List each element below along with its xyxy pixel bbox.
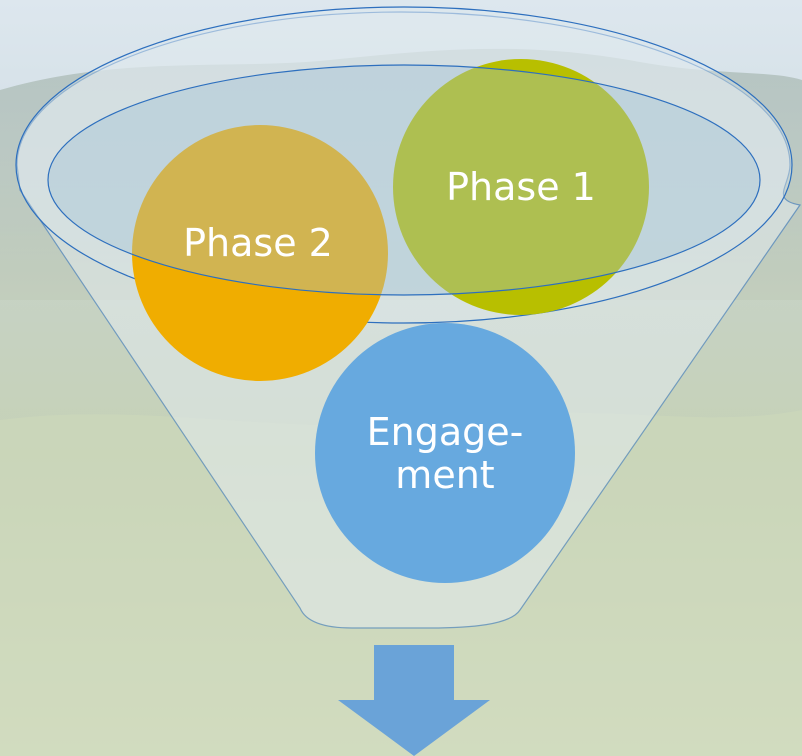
engagement-label-line-1: Engage-	[367, 410, 524, 454]
down-arrow-icon	[338, 645, 490, 756]
circle-engagement	[315, 323, 575, 583]
phase-1-label: Phase 1	[446, 165, 596, 209]
circle-phase-2	[132, 125, 388, 381]
circle-phase-1	[393, 59, 649, 315]
funnel-inner-rim	[47, 64, 761, 296]
engagement-label-line-2: ment	[395, 453, 494, 497]
phase-2-label: Phase 2	[183, 221, 333, 265]
